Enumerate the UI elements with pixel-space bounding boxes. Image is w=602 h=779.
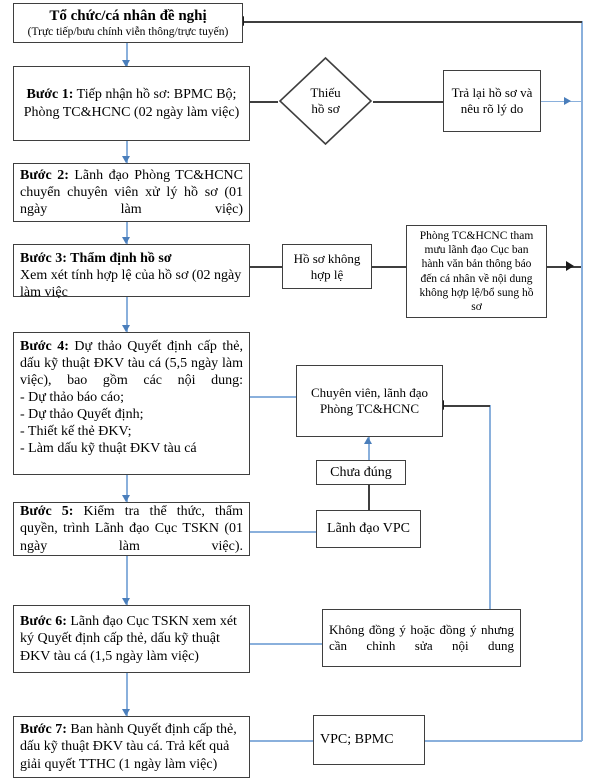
decision-missing-file[interactable]: Thiếu hồ sơ [278, 56, 373, 146]
step-2-text: Lãnh đạo Phòng TC&HCNC chuyển chuyên viê… [20, 167, 243, 218]
connector-decision-to-return [373, 101, 443, 103]
step-4-text: Dự thảo Quyết định cấp thẻ, dấu kỹ thuật… [20, 339, 244, 389]
node-invalid-file[interactable]: Hồ sơ không hợp lệ [282, 244, 372, 289]
step-3-text: Xem xét tính hợp lệ của hồ sơ (02 ngày l… [20, 268, 242, 301]
right-return-rail [581, 21, 583, 741]
notify-department-text: Phòng TC&HCNC tham mưu lãnh đạo Cục ban … [419, 230, 534, 313]
applicant-title: Tổ chức/cá nhân đề nghị [49, 7, 207, 24]
node-step-6[interactable]: Bước 6: Lãnh đạo Cục TSKN xem xét ký Quy… [13, 605, 250, 673]
arrowhead-up-specialist [363, 437, 372, 444]
arrowhead-down-step5 [121, 495, 130, 502]
step-4-bullet-1: - Dự thảo báo cáo; [20, 390, 124, 406]
step-1-label: Bước 1: [26, 87, 74, 103]
connector-step6-to-step7 [126, 673, 128, 716]
connector-step6-to-disagree [250, 643, 322, 645]
node-step-4[interactable]: Bước 4: Dự thảo Quyết định cấp thẻ, dấu … [13, 332, 250, 475]
connector-step4-to-step5 [126, 475, 128, 502]
return-file-text: Trả lại hồ sơ và nêu rõ lý do [451, 85, 533, 116]
node-notify-department[interactable]: Phòng TC&HCNC tham mưu lãnh đạo Cục ban … [406, 225, 547, 318]
not-correct-text: Chưa đúng [330, 464, 392, 480]
connector-notcorrect-to-specialist [368, 437, 370, 460]
node-step-1[interactable]: Bước 1: Tiếp nhận hồ sơ: BPMC Bộ; Phòng … [13, 66, 250, 141]
applicant-subtitle: (Trực tiếp/bưu chính viễn thông/trực tuy… [27, 26, 229, 39]
step-2-label: Bước 2: [20, 167, 69, 183]
connector-step5-to-vpcleader [250, 531, 316, 533]
connector-vpcleader-to-notcorrect [368, 484, 370, 510]
step-6-text: Lãnh đạo Cục TSKN xem xét ký Quyết định … [20, 614, 237, 664]
arrowhead-down-step4 [121, 325, 130, 332]
connector-step3-to-invalid [250, 266, 282, 268]
arrowhead-down-step7 [121, 709, 130, 716]
connector-step2-to-step3 [126, 222, 128, 244]
disagree-text: Không đồng ý hoặc đồng ý nhưng cần chỉnh… [329, 622, 514, 653]
step-6-label: Bước 6: [20, 614, 67, 630]
arrowhead-right-return [564, 96, 571, 105]
connector-title-to-step1 [126, 43, 128, 66]
node-vpc-leader[interactable]: Lãnh đạo VPC [316, 510, 421, 548]
arrowhead-down-step3 [121, 237, 130, 244]
specialist-text: Chuyên viên, lãnh đạo Phòng TC&HCNC [311, 385, 428, 416]
node-disagree[interactable]: Không đồng ý hoặc đồng ý nhưng cần chỉnh… [322, 609, 521, 667]
step-4-bullet-4: - Làm dấu kỹ thuật ĐKV tàu cá [20, 441, 197, 457]
step-7-label: Bước 7: [20, 722, 67, 738]
node-step-5[interactable]: Bước 5: Kiểm tra thể thức, thẩm quyền, t… [13, 502, 250, 556]
step-1-text: Tiếp nhận hồ sơ: BPMC Bộ; Phòng TC&HCNC … [23, 87, 240, 120]
connector-disagree-to-specialist [443, 405, 490, 407]
node-step-2[interactable]: Bước 2: Lãnh đạo Phòng TC&HCNC chuyển ch… [13, 163, 250, 222]
step-5-text: Kiểm tra thể thức, thẩm quyền, trình Lãn… [20, 504, 243, 554]
connector-return-to-rail [541, 100, 582, 103]
decision-line-1: Thiếu [310, 84, 341, 100]
node-step-3[interactable]: Bước 3: Thẩm định hồ sơ Xem xét tính hợp… [13, 244, 250, 300]
step-5-label: Bước 5: [20, 504, 74, 520]
step-7-text: Ban hành Quyết định cấp thẻ, dấu kỹ thuậ… [20, 722, 237, 772]
connector-step1-to-decision [240, 101, 278, 103]
step-4-bullet-3: - Thiết kế thẻ ĐKV; [20, 424, 132, 440]
vpc-leader-text: Lãnh đạo VPC [327, 521, 410, 537]
decision-line-2: hồ sơ [311, 101, 340, 116]
connector-step4-to-specialist [250, 396, 296, 398]
connector-step5-to-step6 [126, 556, 128, 605]
connector-step3-to-step4 [126, 297, 128, 332]
arrowhead-down-step2 [121, 156, 130, 163]
node-not-correct[interactable]: Chưa đúng [316, 460, 406, 485]
step-3-label: Bước 3: Thẩm định hồ sơ [20, 251, 172, 266]
step-4-bullet-2: - Dự thảo Quyết định; [20, 407, 144, 423]
connector-vpcbpmc-to-rail [425, 740, 582, 742]
node-return-file[interactable]: Trả lại hồ sơ và nêu rõ lý do [443, 70, 541, 132]
connector-disagree-up [489, 405, 491, 609]
arrowhead-right-notify [566, 261, 574, 271]
connector-invalid-to-notify [372, 266, 406, 268]
node-step-7[interactable]: Bước 7: Ban hành Quyết định cấp thẻ, dấu… [13, 716, 250, 778]
connector-notify-to-rail [547, 266, 582, 268]
node-specialist[interactable]: Chuyên viên, lãnh đạo Phòng TC&HCNC [296, 365, 443, 437]
node-applicant[interactable]: Tổ chức/cá nhân đề nghị (Trực tiếp/bưu c… [13, 3, 243, 43]
connector-step7-to-vpcbpmc [250, 740, 313, 742]
vpc-bpmc-text: VPC; BPMC [320, 732, 394, 748]
invalid-file-text: Hồ sơ không hợp lệ [293, 250, 361, 282]
arrowhead-down-step1 [121, 60, 130, 67]
node-vpc-bpmc[interactable]: VPC; BPMC [313, 715, 425, 765]
arrowhead-down-step6 [121, 598, 130, 605]
connector-step1-to-step2 [126, 141, 128, 163]
step-4-label: Bước 4: [20, 339, 69, 354]
connector-rail-to-title [243, 21, 582, 23]
